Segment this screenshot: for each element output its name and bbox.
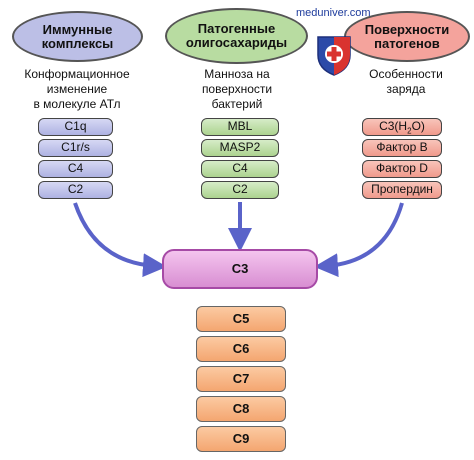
lectin-pill-c2: C2 — [201, 181, 279, 199]
header-pathogen-oligosaccharides-line1: Патогенные — [197, 21, 276, 36]
header-pathogen-oligosaccharides-line2: олигосахариды — [185, 35, 288, 50]
header-pathogen-surfaces-line1: Поверхности — [364, 21, 450, 37]
description-immune-line-1: Конформационное — [24, 67, 130, 81]
description-oligosaccharides: Манноза на поверхности бактерий — [160, 67, 314, 112]
alternative-pill-properdin: Пропердин — [362, 181, 442, 199]
header-pathogen-surfaces-line2: патогенов — [374, 35, 440, 51]
lectin-pill-masp2: MASP2 — [201, 139, 279, 157]
description-oligo-line-2: поверхности — [201, 82, 273, 96]
header-immune-complexes: Иммунные комплексы — [12, 11, 143, 62]
description-oligo-line-3: бактерий — [211, 97, 263, 111]
c3h2o-subscript: 2 — [407, 126, 412, 136]
terminal-c8: C8 — [196, 396, 286, 422]
classical-pill-c2: C2 — [38, 181, 113, 199]
description-oligo-line-1: Манноза на — [204, 67, 270, 81]
classical-pill-c4: C4 — [38, 160, 113, 178]
classical-pill-c1rs: C1r/s — [38, 139, 113, 157]
c3h2o-main-text: C3(H — [379, 119, 408, 133]
shield-cross-icon — [317, 36, 351, 76]
terminal-c6: C6 — [196, 336, 286, 362]
arrow-left-to-c3 — [73, 202, 167, 278]
c3-convertase-box: C3 — [162, 249, 318, 289]
description-surface-line-1: Особенности — [369, 67, 443, 81]
terminal-c5: C5 — [196, 306, 286, 332]
lectin-pill-mbl: MBL — [201, 118, 279, 136]
alternative-pill-factor-d: Фактор D — [362, 160, 442, 178]
alternative-pill-factor-b: Фактор B — [362, 139, 442, 157]
header-immune-complexes-line1: Иммунные — [42, 21, 113, 37]
classical-pill-c1q: C1q — [38, 118, 113, 136]
alternative-pill-c3h2o: C3(H2O) — [362, 118, 442, 136]
description-immune-line-2: изменение — [46, 82, 108, 96]
arrow-right-to-c3 — [314, 202, 404, 278]
watermark-text: meduniver.com — [296, 7, 371, 19]
lectin-pill-c4: C4 — [201, 160, 279, 178]
description-immune-line-3: в молекуле АТл — [33, 97, 121, 111]
terminal-c7: C7 — [196, 366, 286, 392]
c3h2o-tail-text: O) — [411, 119, 425, 133]
description-surface-line-2: заряда — [386, 82, 426, 96]
description-pathogen-surfaces: Особенности заряда — [340, 67, 472, 97]
header-pathogen-oligosaccharides: Патогенные олигосахариды — [165, 8, 308, 64]
terminal-c9: C9 — [196, 426, 286, 452]
description-immune-complexes: Конформационное изменение в молекуле АТл — [4, 67, 150, 112]
header-immune-complexes-line2: комплексы — [41, 35, 114, 51]
header-pathogen-surfaces: Поверхности патогенов — [344, 11, 470, 62]
